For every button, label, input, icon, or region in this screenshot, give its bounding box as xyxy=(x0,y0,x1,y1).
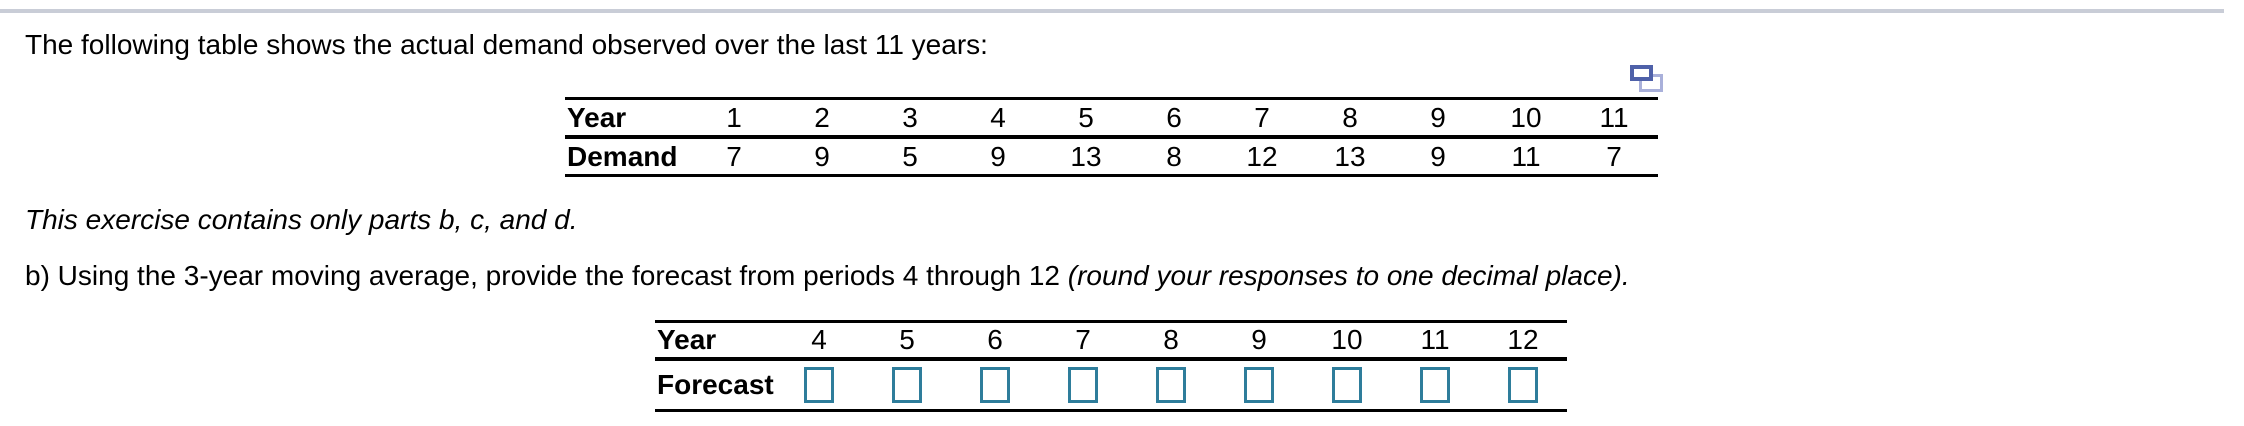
forecast-input-cell xyxy=(1391,359,1479,411)
demand-value-cell: 13 xyxy=(1334,140,1366,172)
forecast-input-cell xyxy=(1215,359,1303,411)
demand-value-cell: 11 xyxy=(1511,140,1541,172)
demand-year-cell: 11 xyxy=(1570,98,1658,139)
demand-year-cell: 7 xyxy=(1218,98,1306,139)
demand-value-cell: 7 xyxy=(1606,140,1622,172)
demand-year-cell: 6 xyxy=(1130,98,1218,139)
forecast-input-year-7[interactable] xyxy=(1068,367,1098,403)
forecast-input-year-10[interactable] xyxy=(1332,367,1362,403)
part-b-prompt-rounding-note: (round your responses to one decimal pla… xyxy=(1067,260,1630,291)
forecast-input-cell xyxy=(1479,359,1567,411)
forecast-input-year-11[interactable] xyxy=(1420,367,1450,403)
demand-value-cell: 9 xyxy=(814,140,830,172)
forecast-input-cell xyxy=(775,359,863,411)
demand-table-demand-row: Demand 7 9 5 9 13 8 12 13 9 11 7 xyxy=(565,137,1658,176)
demand-table-year-row: Year 1 2 3 4 5 6 7 8 9 10 11 xyxy=(565,98,1658,139)
exercise-note-text: This exercise contains only parts b, c, … xyxy=(25,204,578,235)
demand-value-cell: 5 xyxy=(902,140,918,172)
demand-year-cell: 4 xyxy=(954,98,1042,139)
forecast-table-input-row: Forecast xyxy=(655,359,1567,411)
popup-table-icon[interactable] xyxy=(1630,65,1664,93)
forecast-year-cell: 8 xyxy=(1127,321,1215,361)
forecast-year-cell: 11 xyxy=(1391,321,1479,361)
forecast-input-row-label: Forecast xyxy=(657,369,774,400)
forecast-input-year-12[interactable] xyxy=(1508,367,1538,403)
forecast-year-cell: 5 xyxy=(863,321,951,361)
popup-icon-front-window xyxy=(1630,65,1653,81)
demand-value-cell: 12 xyxy=(1246,140,1278,172)
demand-value-cell: 13 xyxy=(1070,140,1102,172)
demand-value-row-label: Demand xyxy=(567,140,678,172)
demand-year-cell: 1 xyxy=(690,98,778,139)
demand-year-cell: 10 xyxy=(1482,98,1570,139)
demand-value-cell: 9 xyxy=(1430,140,1446,172)
forecast-input-year-5[interactable] xyxy=(892,367,922,403)
demand-year-cell: 3 xyxy=(866,98,954,139)
forecast-input-cell xyxy=(863,359,951,411)
forecast-input-year-4[interactable] xyxy=(804,367,834,403)
forecast-year-cell: 9 xyxy=(1215,321,1303,361)
part-b-prompt-main: b) Using the 3-year moving average, prov… xyxy=(25,260,1068,291)
forecast-year-cell: 10 xyxy=(1303,321,1391,361)
demand-value-cell: 7 xyxy=(726,140,742,172)
forecast-input-year-6[interactable] xyxy=(980,367,1010,403)
forecast-year-cell: 7 xyxy=(1039,321,1127,361)
forecast-input-cell xyxy=(1039,359,1127,411)
demand-value-cell: 8 xyxy=(1166,140,1182,172)
forecast-year-cell: 4 xyxy=(775,321,863,361)
demand-year-cell: 8 xyxy=(1306,98,1394,139)
demand-value-cell: 9 xyxy=(990,140,1006,172)
forecast-input-year-9[interactable] xyxy=(1244,367,1274,403)
top-divider-line xyxy=(0,9,2224,13)
part-b-prompt: b) Using the 3-year moving average, prov… xyxy=(25,259,1630,293)
forecast-year-row-label: Year xyxy=(655,321,775,361)
forecast-year-cell: 12 xyxy=(1479,321,1567,361)
demand-year-cell: 2 xyxy=(778,98,866,139)
forecast-input-cell xyxy=(951,359,1039,411)
forecast-input-cell xyxy=(1303,359,1391,411)
intro-text: The following table shows the actual dem… xyxy=(25,29,988,60)
forecast-table: Year 4 5 6 7 8 9 10 11 12 Forecast xyxy=(655,320,1567,412)
forecast-year-cell: 6 xyxy=(951,321,1039,361)
forecast-input-cell xyxy=(1127,359,1215,411)
demand-year-row-label: Year xyxy=(565,98,690,139)
demand-table: Year 1 2 3 4 5 6 7 8 9 10 11 Demand 7 9 … xyxy=(565,97,1658,177)
demand-year-cell: 9 xyxy=(1394,98,1482,139)
forecast-table-year-row: Year 4 5 6 7 8 9 10 11 12 xyxy=(655,321,1567,361)
forecast-input-year-8[interactable] xyxy=(1156,367,1186,403)
demand-year-cell: 5 xyxy=(1042,98,1130,139)
